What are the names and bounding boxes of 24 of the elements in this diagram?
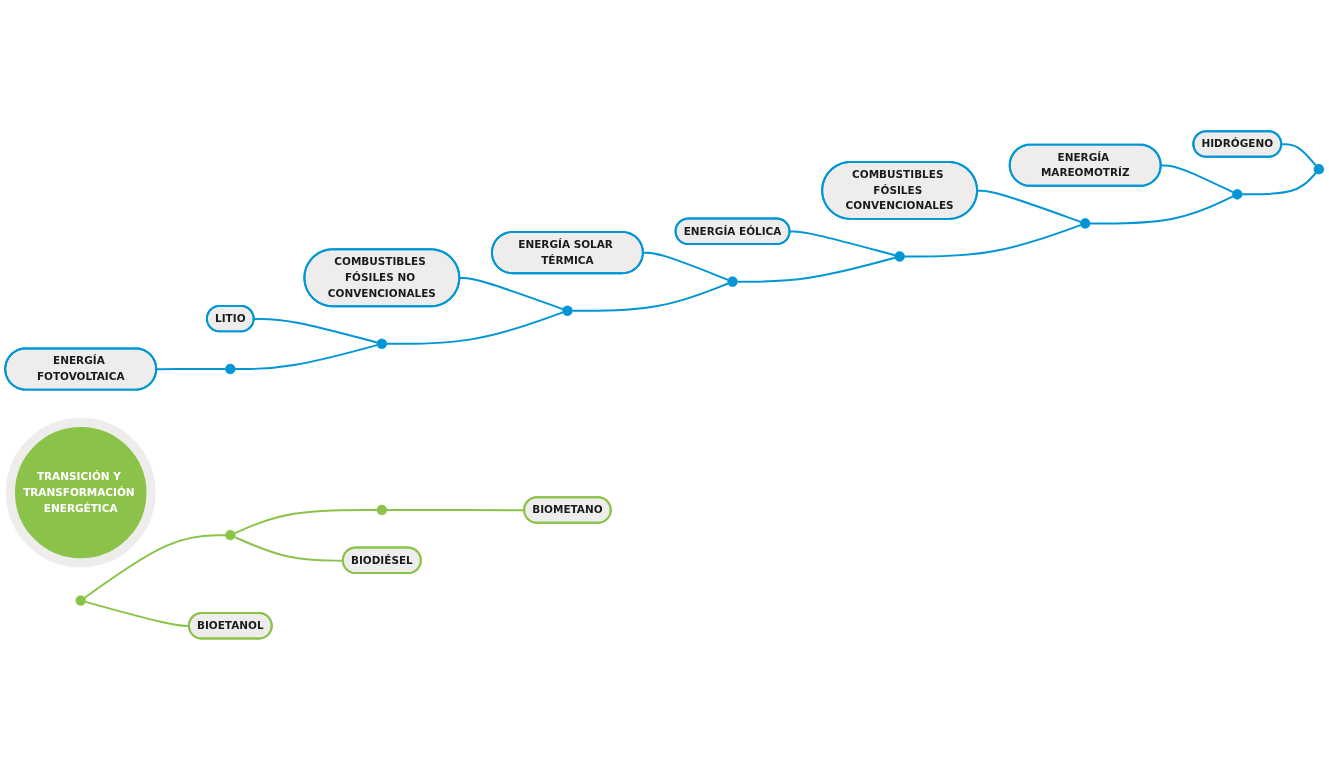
connector	[385, 311, 564, 345]
node-circle	[75, 595, 86, 606]
node-circle	[1313, 164, 1325, 175]
connector	[1241, 172, 1317, 196]
node-circle: TRANSICIÓN Y TRANSFORMACIÓN ENERGÉTICA	[5, 417, 156, 568]
connector	[1160, 164, 1234, 194]
connector	[233, 509, 378, 535]
node-circle	[1079, 218, 1091, 229]
node-circle	[562, 305, 573, 317]
node-circle	[894, 251, 905, 262]
connector	[1089, 195, 1234, 225]
node-circle	[1232, 189, 1243, 200]
node-circle	[727, 276, 738, 288]
node-circle	[376, 338, 388, 350]
connector	[736, 256, 896, 283]
connector	[642, 252, 729, 281]
node-circle	[225, 530, 236, 541]
connector	[571, 282, 729, 312]
connector	[903, 224, 1082, 258]
connector	[83, 534, 227, 599]
node-circle	[376, 504, 388, 516]
connector	[234, 344, 379, 371]
connector	[976, 189, 1082, 223]
node-circle	[225, 363, 236, 375]
